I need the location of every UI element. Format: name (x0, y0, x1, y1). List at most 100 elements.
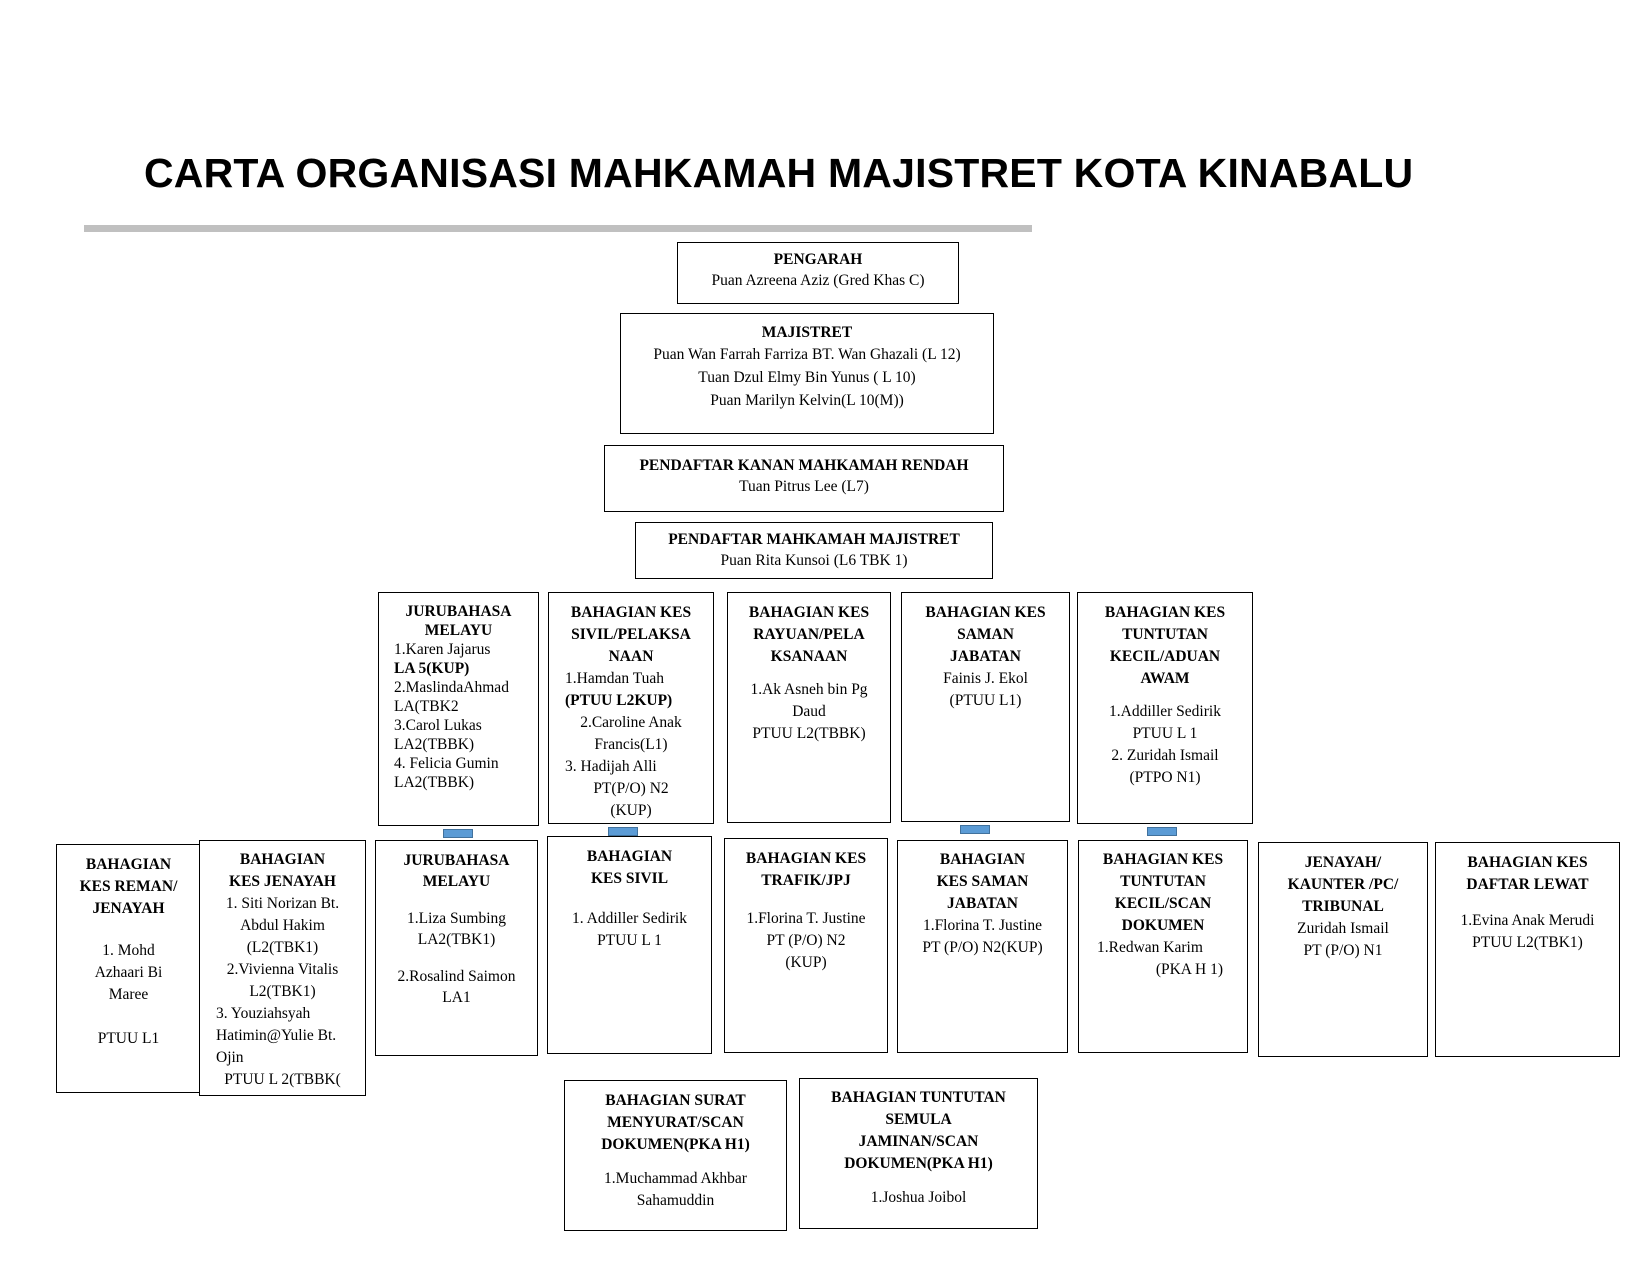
box-title: PENDAFTAR MAHKAMAH MAJISTRET (668, 531, 960, 548)
box-title: KAUNTER /PC/ (1287, 876, 1399, 893)
box-title: JENAYAH/ (1304, 854, 1382, 871)
box-name: Puan Rita Kunsoi (L6 TBK 1) (720, 552, 908, 569)
box-title: BAHAGIAN (939, 851, 1026, 868)
staff-line: 2.MaslindaAhmad (394, 679, 509, 696)
staff-line: 1.Evina Anak Merudi (1460, 912, 1595, 929)
box-kes-sivil-pelaksanaan: BAHAGIAN KES SIVIL/PELAKSA NAAN 1.Hamdan… (548, 592, 714, 824)
box-title: PENGARAH (773, 251, 863, 268)
box-jurubahasa-melayu-2: JURUBAHASA MELAYU 1.Liza Sumbing LA2(TBK… (375, 840, 538, 1056)
staff-line: PTUU L1 (97, 1030, 160, 1047)
staff-line: (KUP) (610, 802, 652, 819)
staff-line: PTUU L2(TBBK) (752, 725, 866, 742)
staff-line: PTUU L2(TBK1) (1472, 934, 1583, 951)
box-title: KECIL/SCAN (1114, 895, 1212, 912)
staff-line: 1.Florina T. Justine (922, 917, 1043, 934)
staff-line: Hatimin@Yulie Bt. (216, 1027, 337, 1044)
staff-line: PT (P/O) N1 (1303, 942, 1383, 959)
staff-line: 1. Addiller Sedirik (572, 910, 687, 927)
box-title: KECIL/ADUAN (1109, 648, 1221, 665)
page-title: CARTA ORGANISASI MAHKAMAH MAJISTRET KOTA… (144, 150, 1414, 196)
box-majistret: MAJISTRET Puan Wan Farrah Farriza BT. Wa… (620, 313, 994, 434)
box-title: TUNTUTAN (1122, 626, 1208, 643)
box-title: JENAYAH (92, 900, 165, 917)
staff-line: Daud (792, 703, 826, 720)
staff-line: LA(TBK2 (394, 698, 459, 715)
staff-line: Abdul Hakim (240, 917, 325, 934)
staff-line: LA1 (442, 989, 471, 1006)
box-kes-daftar-lewat: BAHAGIAN KES DAFTAR LEWAT 1.Evina Anak M… (1435, 842, 1620, 1057)
box-kes-saman-jabatan-2: BAHAGIAN KES SAMAN JABATAN 1.Florina T. … (897, 840, 1068, 1053)
staff-line: LA 5(KUP) (394, 660, 470, 677)
staff-line: 2. Zuridah Ismail (1111, 747, 1219, 764)
staff-line: (PTUU L1) (949, 692, 1022, 709)
box-title: KES SAMAN (936, 873, 1029, 890)
staff-line: PT (P/O) N2 (766, 932, 846, 949)
box-title: MELAYU (424, 622, 493, 639)
box-title: DOKUMEN (1121, 917, 1205, 934)
staff-line: 3. Hadijah Alli (565, 758, 657, 775)
box-title: TRIBUNAL (1302, 898, 1384, 915)
box-title: DOKUMEN(PKA H1) (844, 1155, 993, 1172)
box-name: Puan Wan Farrah Farriza BT. Wan Ghazali … (653, 346, 961, 363)
staff-line: Zuridah Ismail (1297, 920, 1389, 937)
staff-line: 1.Hamdan Tuah (565, 670, 665, 687)
box-title: BAHAGIAN KES (745, 850, 867, 867)
box-title: BAHAGIAN (239, 851, 326, 868)
staff-line: 1.Muchammad Akhbar (604, 1170, 747, 1187)
staff-line: LA2(TBK1) (417, 931, 496, 948)
staff-line: 1. Siti Norizan Bt. (225, 895, 340, 912)
staff-line: Ojin (216, 1049, 244, 1066)
box-title: BAHAGIAN KES (1102, 851, 1224, 868)
box-kes-trafik-jpj: BAHAGIAN KES TRAFIK/JPJ 1.Florina T. Jus… (724, 838, 888, 1053)
staff-line: Sahamuddin (636, 1192, 715, 1209)
staff-line: PT (P/O) N2(KUP) (922, 939, 1043, 956)
box-tuntutan-kecil-aduan: BAHAGIAN KES TUNTUTAN KECIL/ADUAN AWAM 1… (1077, 592, 1253, 824)
staff-line: 2.Rosalind Saimon (397, 968, 516, 985)
box-title: BAHAGIAN KES (748, 604, 870, 621)
connector (960, 825, 990, 834)
box-title: JABATAN (947, 895, 1018, 912)
box-title: KSANAAN (770, 648, 848, 665)
staff-line: 1.Joshua Joibol (870, 1189, 967, 1206)
box-jenayah-kaunter: JENAYAH/ KAUNTER /PC/ TRIBUNAL Zuridah I… (1258, 842, 1428, 1057)
box-title: SIVIL/PELAKSA (571, 626, 691, 643)
box-pendaftar-kanan: PENDAFTAR KANAN MAHKAMAH RENDAH Tuan Pit… (604, 445, 1004, 512)
box-title: RAYUAN/PELA (753, 626, 865, 643)
box-title: JABATAN (950, 648, 1021, 665)
staff-line: LA2(TBBK) (394, 774, 475, 791)
box-kes-saman-jabatan-1: BAHAGIAN KES SAMAN JABATAN Fainis J. Eko… (901, 592, 1070, 822)
box-kes-rayuan: BAHAGIAN KES RAYUAN/PELA KSANAAN 1.Ak As… (727, 592, 891, 823)
staff-line: Fainis J. Ekol (943, 670, 1028, 687)
box-title: KES JENAYAH (229, 873, 336, 890)
staff-line: PTUU L 2(TBBK( (224, 1071, 341, 1088)
box-kes-jenayah: BAHAGIAN KES JENAYAH 1. Siti Norizan Bt.… (199, 840, 366, 1096)
connector (608, 827, 638, 836)
box-title: KES SIVIL (590, 870, 669, 887)
staff-line: L2(TBK1) (249, 983, 316, 1000)
box-tuntutan-semula-jaminan: BAHAGIAN TUNTUTAN SEMULA JAMINAN/SCAN DO… (799, 1078, 1038, 1229)
staff-line: 1.Liza Sumbing (406, 910, 507, 927)
box-title: BAHAGIAN (85, 856, 172, 873)
staff-line: (PTUU L2KUP) (565, 692, 673, 709)
box-title: BAHAGIAN (586, 848, 673, 865)
box-title: PENDAFTAR KANAN MAHKAMAH RENDAH (639, 457, 969, 474)
box-title: BAHAGIAN SURAT (605, 1092, 746, 1109)
box-title: BAHAGIAN TUNTUTAN (831, 1089, 1006, 1106)
staff-line: PT(P/O) N2 (593, 780, 669, 797)
staff-line: 1.Ak Asneh bin Pg (750, 681, 868, 698)
staff-line: (KUP) (785, 954, 827, 971)
box-title: SAMAN (957, 626, 1014, 643)
box-title: BAHAGIAN KES (925, 604, 1046, 621)
staff-line: 2.Caroline Anak (580, 714, 682, 731)
staff-line: 1.Redwan Karim (1097, 939, 1203, 956)
box-title: MAJISTRET (761, 324, 853, 341)
box-kes-reman-jenayah: BAHAGIAN KES REMAN/ JENAYAH 1. Mohd Azha… (56, 844, 201, 1093)
staff-line: 1.Addiller Sedirik (1109, 703, 1221, 720)
box-name: Puan Marilyn Kelvin(L 10(M)) (710, 392, 904, 409)
staff-line: 4. Felicia Gumin (394, 755, 499, 772)
box-name: Puan Azreena Aziz (Gred Khas C) (711, 272, 925, 289)
staff-line: 3. Youziahsyah (216, 1005, 311, 1022)
box-title: NAAN (608, 648, 654, 665)
staff-line: LA2(TBBK) (394, 736, 475, 753)
box-title: AWAM (1140, 670, 1190, 687)
